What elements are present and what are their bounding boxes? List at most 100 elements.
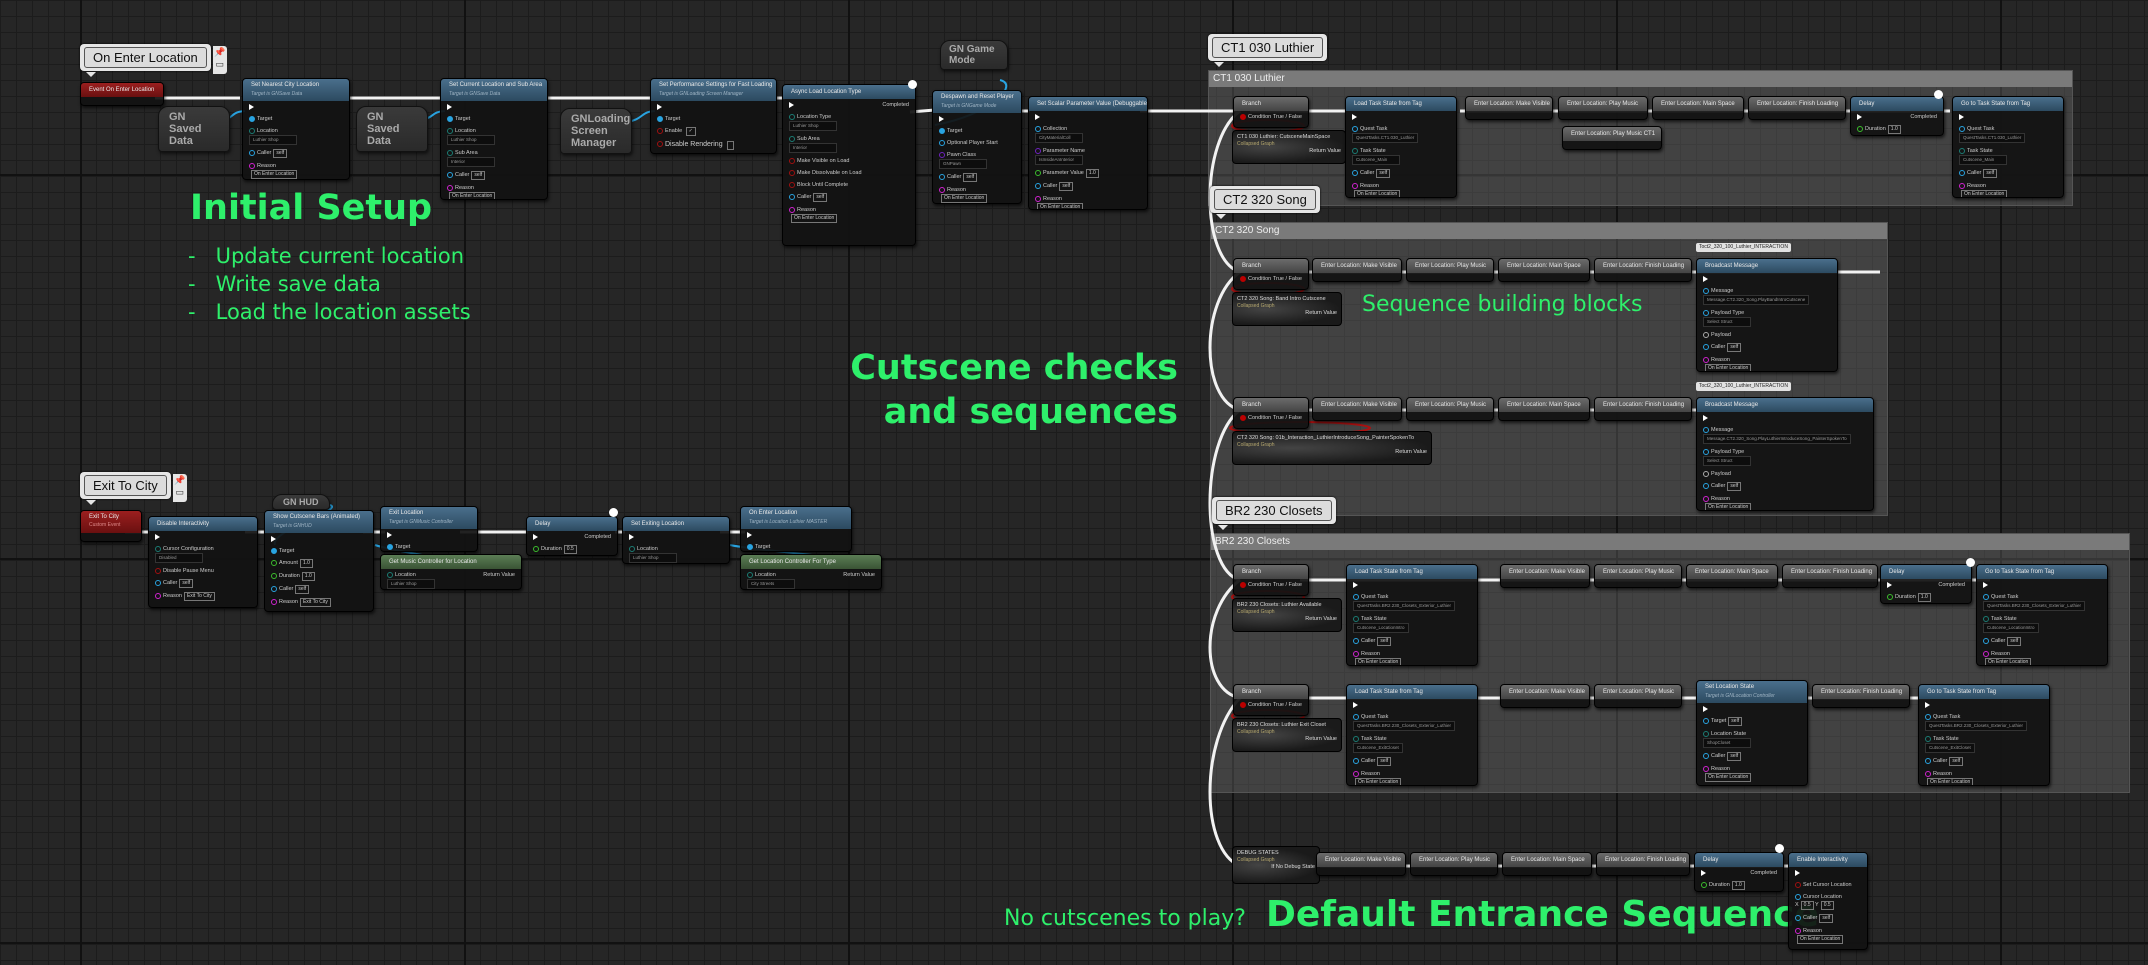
var-gn-saved-data[interactable]: GN Saved Data: [158, 106, 230, 152]
quest-task-dropdown[interactable]: QuestTasks.CT1.030_Luthier: [1959, 133, 2026, 143]
task-state-dropdown[interactable]: Cutscene_Main: [1352, 155, 1400, 165]
comment-bubble-ct2[interactable]: CT2 320 Song: [1210, 186, 1320, 219]
parameter-name-dropdown[interactable]: IsInsideAnInterior: [1035, 155, 1083, 165]
var-gn-game-mode[interactable]: GN Game Mode: [940, 40, 1008, 70]
exec-pin-row[interactable]: [1347, 579, 1477, 591]
location-state-dropdown[interactable]: ShopCloset: [1703, 738, 1751, 748]
exec-pin-row[interactable]: [1029, 111, 1147, 123]
node-enter-location-main-space[interactable]: Enter Location: Main Space: [1686, 564, 1778, 588]
node-enter-location-make-visible[interactable]: Enter Location: Make Visible: [1500, 564, 1590, 588]
node-enter-location-make-visible[interactable]: Enter Location: Make Visible: [1465, 96, 1553, 120]
exec-pin-row[interactable]: [651, 101, 776, 113]
location-dropdown[interactable]: Luthier Shop: [249, 135, 297, 145]
return-value-pin[interactable]: Return Value: [1305, 310, 1337, 316]
node-enter-location-main-space[interactable]: Enter Location: Main Space: [1498, 258, 1590, 282]
exec-pin-row[interactable]: [1346, 111, 1456, 123]
node-enter-location-play-music[interactable]: Enter Location: Play Music: [1410, 852, 1498, 876]
exec-pin-row[interactable]: [1347, 699, 1477, 711]
pin-target[interactable]: Target: [265, 545, 373, 557]
node-enter-location-finish-loading[interactable]: Enter Location: Finish Loading: [1594, 397, 1692, 421]
exec-pin-row[interactable]: [1789, 867, 1867, 879]
location-type-dropdown[interactable]: Luthier Shop: [789, 121, 837, 131]
node-get-music-controller-for-location[interactable]: Get Music Controller for Location Locati…: [380, 554, 522, 590]
pin-target[interactable]: Target: [381, 541, 477, 551]
pin-payload[interactable]: Payload: [1697, 329, 1837, 341]
exec-pin-row[interactable]: [1697, 412, 1873, 424]
message-dropdown[interactable]: Message.CT2.320_Song.PlayLuthierIntroduc…: [1703, 434, 1851, 444]
node-enter-location-finish-loading[interactable]: Enter Location: Finish Loading: [1782, 564, 1878, 588]
exec-pin-row[interactable]: [1977, 579, 2107, 591]
exec-pin-row[interactable]: Completed: [527, 531, 617, 543]
collection-dropdown[interactable]: CityMaterialColl: [1035, 133, 1083, 143]
quest-task-dropdown[interactable]: QuestTasks.BR2.230_Closets_Exterior_Luth…: [1983, 601, 2086, 611]
node-enter-location-finish-loading[interactable]: Enter Location: Finish Loading: [1594, 258, 1692, 282]
sub-area-dropdown[interactable]: Interior: [789, 143, 837, 153]
return-value-pin[interactable]: Return Value: [1305, 616, 1337, 622]
cursor-config-dropdown[interactable]: Disabled: [155, 553, 203, 563]
exec-pin-row[interactable]: Completed: [1851, 111, 1943, 123]
collapsed-graph-ct2-band-intro[interactable]: CT2 320 Song: Band Intro Cutscene Collap…: [1232, 292, 1342, 326]
exec-pin-row[interactable]: [1919, 699, 2049, 711]
quest-task-dropdown[interactable]: QuestTasks.CT1.030_Luthier: [1352, 133, 1419, 143]
task-state-dropdown[interactable]: Cutscene_ExitCloset: [1925, 743, 1975, 753]
comment-bubble-on-enter-location[interactable]: On Enter Location 📌▭: [80, 44, 227, 77]
sub-area-dropdown[interactable]: Interior: [447, 157, 495, 167]
var-gnloading-screen-manager[interactable]: GNLoading Screen Manager: [560, 108, 632, 154]
node-show-cutscene-bars[interactable]: Show Cutscene Bars (Animated)Target is G…: [264, 510, 374, 612]
task-state-dropdown[interactable]: Cutscene_ExitCloset: [1353, 743, 1403, 753]
pin-disable-pause-menu[interactable]: Disable Pause Menu: [149, 565, 257, 577]
task-state-dropdown[interactable]: Cutscene_Main: [1959, 155, 2007, 165]
quest-task-dropdown[interactable]: QuestTasks.BR2.230_Closets_Exterior_Luth…: [1353, 601, 1456, 611]
exec-pin-row[interactable]: [623, 531, 729, 543]
pin-icon[interactable]: 📌▭: [172, 474, 187, 502]
node-enter-location-play-music[interactable]: Enter Location: Play Music: [1558, 96, 1648, 120]
collapsed-graph-ct2-interaction[interactable]: CT2 320 Song: 01b_Interaction_LuthierInt…: [1232, 431, 1432, 465]
node-async-load-location-type[interactable]: Async Load Location Type Completed Locat…: [782, 84, 916, 246]
pin-block-until-complete[interactable]: Block Until Complete: [783, 179, 915, 191]
